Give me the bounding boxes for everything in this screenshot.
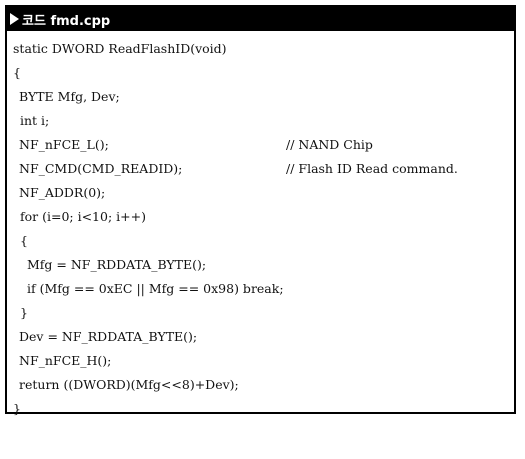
code-line: NF_CMD(CMD_READID); // Flash ID Read com… bbox=[7, 159, 514, 179]
code-line-text: NF_nFCE_L(); bbox=[19, 137, 109, 152]
code-line-text: static DWORD ReadFlashID(void) bbox=[13, 41, 227, 56]
code-line-text: NF_CMD(CMD_READID); bbox=[19, 161, 183, 176]
code-line-text: Dev = NF_RDDATA_BYTE(); bbox=[19, 329, 198, 344]
code-line-text: } bbox=[13, 401, 21, 416]
code-line: for (i=0; i<10; i++) bbox=[7, 207, 514, 227]
code-line-text: if (Mfg == 0xEC || Mfg == 0x98) break; bbox=[27, 281, 284, 296]
code-line: NF_ADDR(0); bbox=[7, 183, 514, 203]
code-comment: // Flash ID Read command. bbox=[286, 161, 458, 176]
code-line: } bbox=[7, 303, 514, 323]
code-title: 코드 fmd.cpp bbox=[22, 13, 111, 29]
code-line: NF_nFCE_H(); bbox=[7, 351, 514, 371]
code-line-text: BYTE Mfg, Dev; bbox=[19, 89, 120, 104]
code-line-text: { bbox=[13, 65, 21, 80]
code-line: BYTE Mfg, Dev; bbox=[7, 87, 514, 107]
code-line-text: NF_nFCE_H(); bbox=[19, 353, 112, 368]
code-header: 코드 fmd.cpp bbox=[7, 7, 514, 31]
code-line: if (Mfg == 0xEC || Mfg == 0x98) break; bbox=[7, 279, 514, 299]
code-line: { bbox=[7, 63, 514, 83]
code-line: Dev = NF_RDDATA_BYTE(); bbox=[7, 327, 514, 347]
code-line-text: for (i=0; i<10; i++) bbox=[20, 209, 146, 224]
code-line-text: } bbox=[20, 305, 28, 320]
code-box: 코드 fmd.cpp static DWORD ReadFlashID(void… bbox=[5, 5, 516, 416]
code-line: Mfg = NF_RDDATA_BYTE(); bbox=[7, 255, 514, 275]
right-triangle-icon bbox=[10, 13, 19, 25]
code-comment: // NAND Chip bbox=[286, 137, 373, 152]
code-line: NF_nFCE_L(); // NAND Chip bbox=[7, 135, 514, 155]
code-line: { bbox=[7, 231, 514, 251]
code-line: int i; bbox=[7, 111, 514, 131]
code-line: static DWORD ReadFlashID(void) bbox=[7, 39, 514, 59]
code-line-text: return ((DWORD)(Mfg<<8)+Dev); bbox=[19, 377, 239, 392]
code-line-text: Mfg = NF_RDDATA_BYTE(); bbox=[27, 257, 207, 272]
code-body: static DWORD ReadFlashID(void) { BYTE Mf… bbox=[7, 31, 514, 416]
code-line: } bbox=[7, 399, 514, 419]
code-line-text: int i; bbox=[20, 113, 50, 128]
code-line: return ((DWORD)(Mfg<<8)+Dev); bbox=[7, 375, 514, 395]
code-line-text: { bbox=[20, 233, 28, 248]
code-line-text: NF_ADDR(0); bbox=[19, 185, 106, 200]
